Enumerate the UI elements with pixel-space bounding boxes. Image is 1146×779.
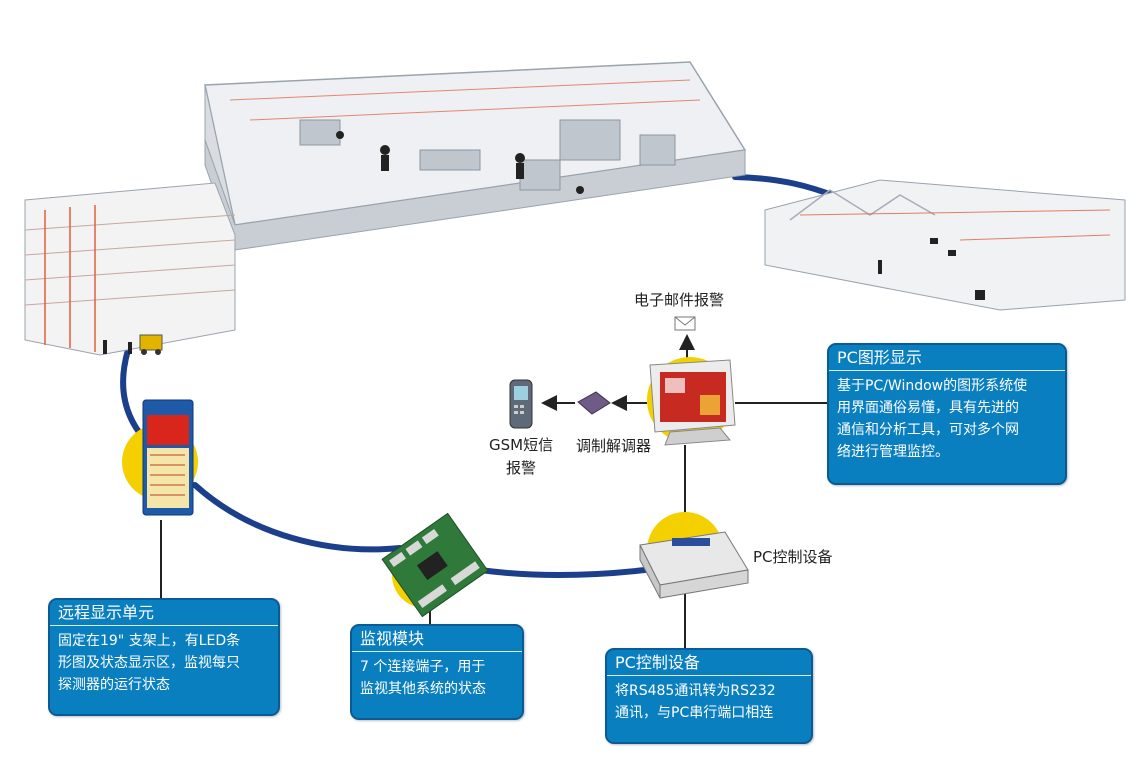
pc-display-line: 通信和分析工具，可对多个网	[837, 422, 1019, 438]
remote-display-line: 形图及状态显示区，监视每只	[58, 655, 240, 671]
pc-controller-body: 将RS485通讯转为RS232 通讯，与PC串行端口相连	[607, 676, 811, 728]
modem-icon	[577, 391, 611, 415]
remote-display-unit-icon	[142, 399, 194, 516]
pc-controller-line: 通讯，与PC串行端口相连	[615, 705, 774, 721]
email-alarm-label: 电子邮件报警	[634, 291, 725, 309]
pc-display-title: PC图形显示	[829, 345, 1065, 371]
pc-display-box: PC图形显示 基于PC/Window的图形系统使 用界面通俗易懂，具有先进的 通…	[827, 343, 1067, 485]
office-building-icon	[204, 61, 747, 251]
remote-display-body: 固定在19" 支架上，有LED条 形图及状态显示区，监视每只 探测器的运行状态	[50, 626, 278, 700]
forklift-icon	[103, 334, 163, 355]
pc-display-line: 用界面通俗易懂，具有先进的	[837, 400, 1019, 416]
email-envelope-icon	[674, 316, 696, 331]
pc-controller-device-icon	[639, 531, 749, 599]
gsm-sms-label: GSM短信	[489, 436, 554, 454]
remote-display-box: 远程显示单元 固定在19" 支架上，有LED条 形图及状态显示区，监视每只 探测…	[48, 598, 280, 716]
cable-display-module	[192, 482, 403, 553]
pc-monitor-icon	[649, 359, 736, 446]
monitor-module-title: 监视模块	[352, 626, 522, 652]
gsm-phone-icon	[509, 379, 533, 429]
pc-display-body: 基于PC/Window的图形系统使 用界面通俗易懂，具有先进的 通信和分析工具，…	[829, 371, 1065, 467]
warehouse-rack-icon	[24, 182, 236, 356]
remote-display-title: 远程显示单元	[50, 600, 278, 626]
gsm-alarm-label: 报警	[506, 459, 537, 477]
pc-controller-line: 将RS485通讯转为RS232	[615, 683, 776, 699]
monitor-module-board-icon	[381, 512, 489, 618]
monitor-module-line: 7 个连接端子，用于	[360, 659, 486, 675]
pc-display-line: 络进行管理监控。	[837, 444, 949, 460]
hall-building-icon	[764, 179, 1126, 311]
monitor-module-box: 监视模块 7 个连接端子，用于 监视其他系统的状态	[350, 624, 524, 720]
monitor-module-line: 监视其他系统的状态	[360, 681, 486, 697]
cable-module-pc	[477, 567, 648, 578]
modem-label: 调制解调器	[576, 437, 652, 455]
monitor-module-body: 7 个连接端子，用于 监视其他系统的状态	[352, 652, 522, 704]
pc-controller-title: PC控制设备	[607, 650, 811, 676]
pc-controller-label: PC控制设备	[753, 548, 833, 566]
pc-controller-box: PC控制设备 将RS485通讯转为RS232 通讯，与PC串行端口相连	[605, 648, 813, 744]
remote-display-line: 固定在19" 支架上，有LED条	[58, 633, 241, 649]
pc-display-line: 基于PC/Window的图形系统使	[837, 378, 1028, 394]
remote-display-line: 探测器的运行状态	[58, 677, 170, 693]
